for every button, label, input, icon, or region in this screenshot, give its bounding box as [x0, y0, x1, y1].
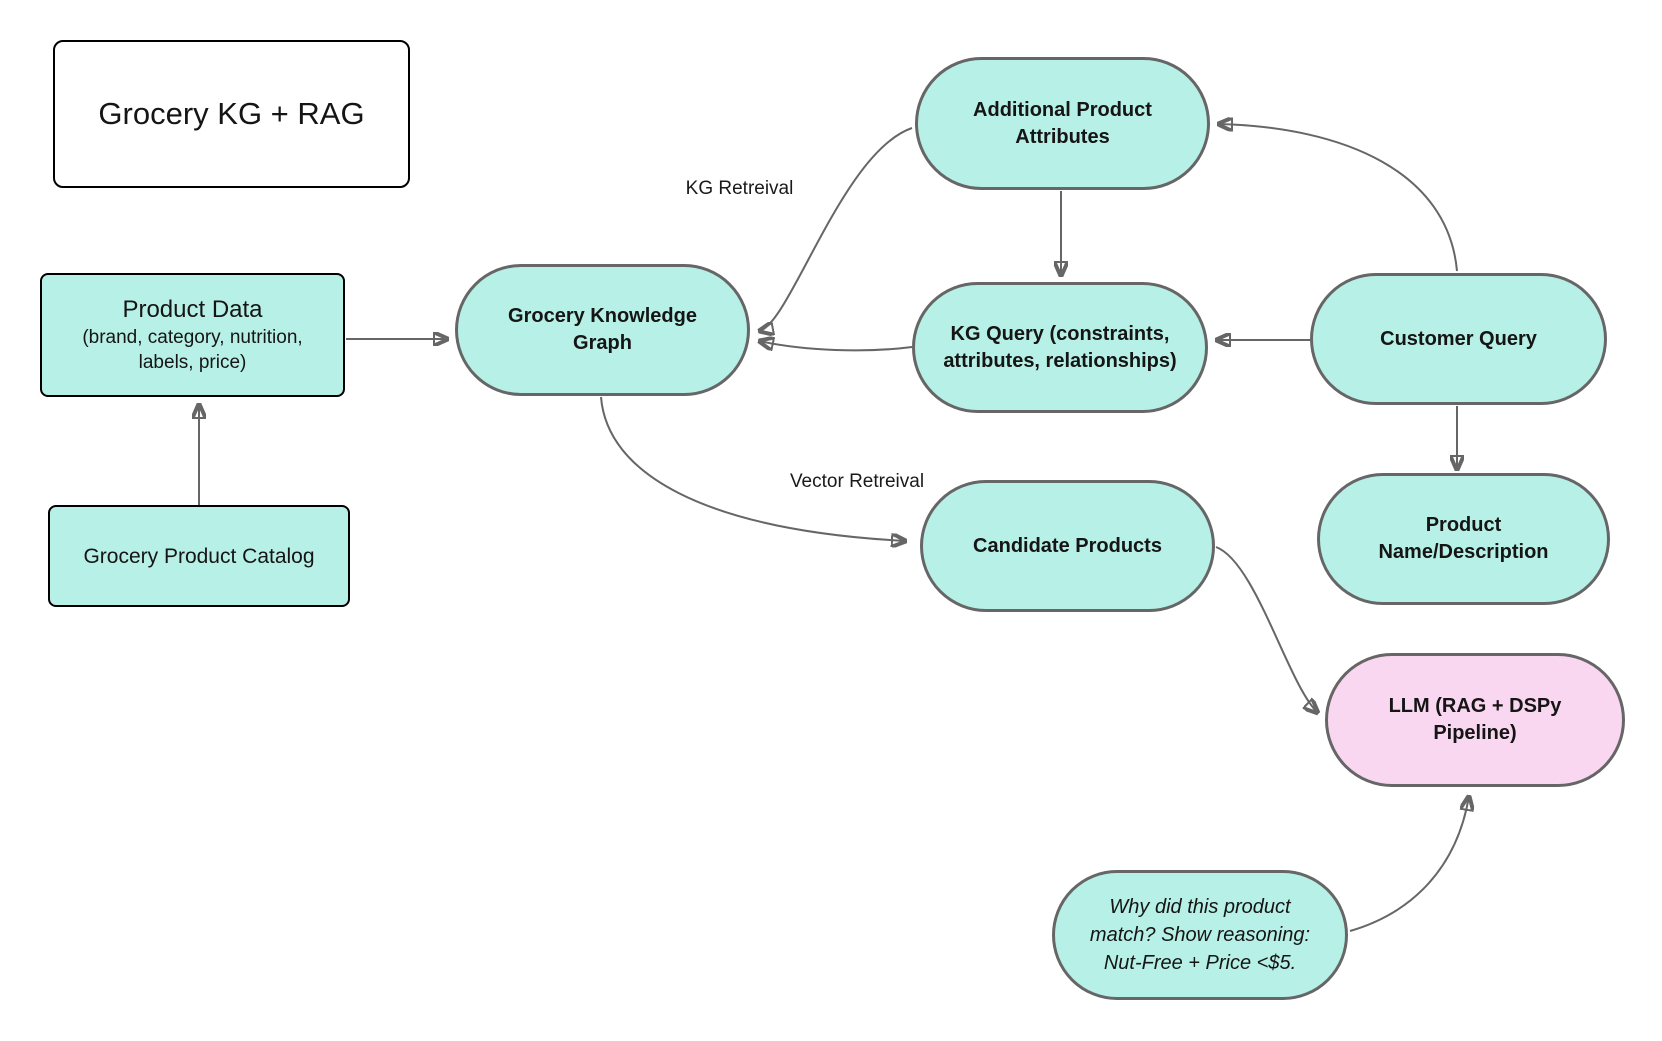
arrow-attributes-to-knowledge-graph	[759, 127, 913, 331]
product-data-heading: Product Data	[122, 296, 263, 323]
node-product-data: Product Data (brand, category, nutrition…	[40, 273, 345, 397]
candidate-products-label: Candidate Products	[973, 534, 1162, 557]
edge-label-vector-retrieval: Vector Retreival	[789, 471, 925, 492]
kg-query-label: KG Query (constraints,attributes, relati…	[943, 322, 1177, 372]
customer-query-label: Customer Query	[1380, 327, 1537, 350]
grocery-product-catalog-label: Grocery Product Catalog	[83, 544, 315, 568]
node-grocery-product-catalog: Grocery Product Catalog	[48, 505, 350, 607]
edge-label-kg-retrieval: KG Retreival	[685, 178, 794, 199]
arrow-reasoning-to-llm	[1349, 796, 1469, 932]
node-customer-query: Customer Query	[1310, 273, 1607, 405]
arrow-kg-query-to-knowledge-graph	[759, 341, 913, 352]
product-data-subtitle: (brand, category, nutrition,labels, pric…	[82, 327, 303, 373]
arrow-knowledge-graph-to-candidate-products	[600, 396, 906, 541]
diagram-title-box: Grocery KG + RAG	[53, 40, 410, 188]
arrow-candidate-products-to-llm	[1215, 546, 1318, 713]
diagram-title: Grocery KG + RAG	[98, 96, 365, 131]
node-kg-query: KG Query (constraints,attributes, relati…	[912, 282, 1208, 413]
node-candidate-products: Candidate Products	[920, 480, 1215, 612]
arrow-customer-query-to-attributes	[1218, 124, 1458, 272]
